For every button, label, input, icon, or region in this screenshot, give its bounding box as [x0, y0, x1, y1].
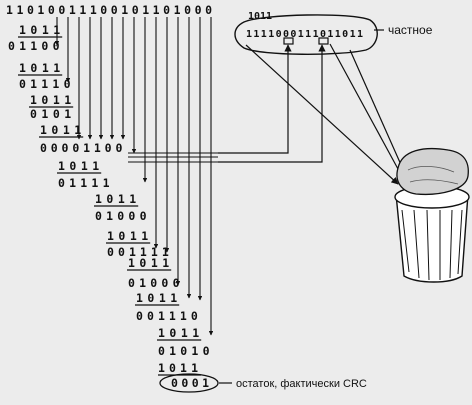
divisor-row: 1011 — [58, 159, 99, 173]
bring-down-arrows — [54, 17, 218, 336]
quotient-label: частное — [388, 23, 433, 37]
remainder-row: 01111 — [58, 176, 110, 190]
quotient-outline — [234, 14, 378, 55]
remainder-bits: 0001 — [171, 376, 209, 390]
remainder-row: 01000 — [95, 209, 147, 223]
remainder-callout: остаток, фактически CRC — [219, 378, 367, 390]
remainder-row: 0101 — [30, 107, 71, 121]
divisor-row: 1011 — [158, 326, 199, 340]
route-to-marker-2 — [218, 44, 326, 163]
remainder-row: 001110 — [136, 309, 198, 323]
route-to-marker-1 — [218, 44, 292, 154]
quotient-marker-2 — [318, 37, 329, 45]
remainder-row: 01010 — [158, 344, 210, 358]
route-quotient-to-trash — [329, 43, 405, 181]
divisor-row: 1011 — [128, 256, 169, 270]
dividend-bits: 11010011100101101000 — [6, 3, 212, 17]
trash-routes — [245, 43, 407, 185]
quotient-bits: 1111000111011011 — [246, 29, 363, 40]
remainder-row: 01000 — [128, 276, 180, 290]
quotient-bubble: 1011 1111000111011011 частное — [234, 11, 433, 55]
remainder-row: 01100 — [8, 39, 60, 53]
divisor-row: 1011 — [19, 61, 60, 75]
remainder-row: 001111 — [107, 245, 169, 259]
quotient-marker-1 — [283, 37, 294, 45]
divisor-row: 1011 — [107, 229, 148, 243]
divisor-row: 1011 — [136, 291, 177, 305]
route-bubble-to-trash — [245, 44, 399, 185]
remainder-label: остаток, фактически CRC — [236, 378, 367, 390]
divisor-row: 1011 — [95, 192, 136, 206]
division-steps: 1011011001011011101011010110110000110010… — [8, 23, 210, 358]
wastebasket-icon — [394, 147, 470, 283]
remainder-row: 01110 — [19, 77, 71, 91]
divisor-row: 1011 — [19, 23, 60, 37]
route-tail-to-trash — [349, 49, 407, 177]
final-divisor: 1011 — [158, 361, 198, 375]
quotient-divisor: 1011 — [248, 11, 272, 22]
divisor-row: 1011 — [40, 123, 81, 137]
quotient-routes — [218, 44, 326, 163]
remainder-ellipse — [159, 373, 219, 393]
remainder-row: 00001100 — [40, 141, 122, 155]
divisor-row: 1011 — [30, 93, 71, 107]
